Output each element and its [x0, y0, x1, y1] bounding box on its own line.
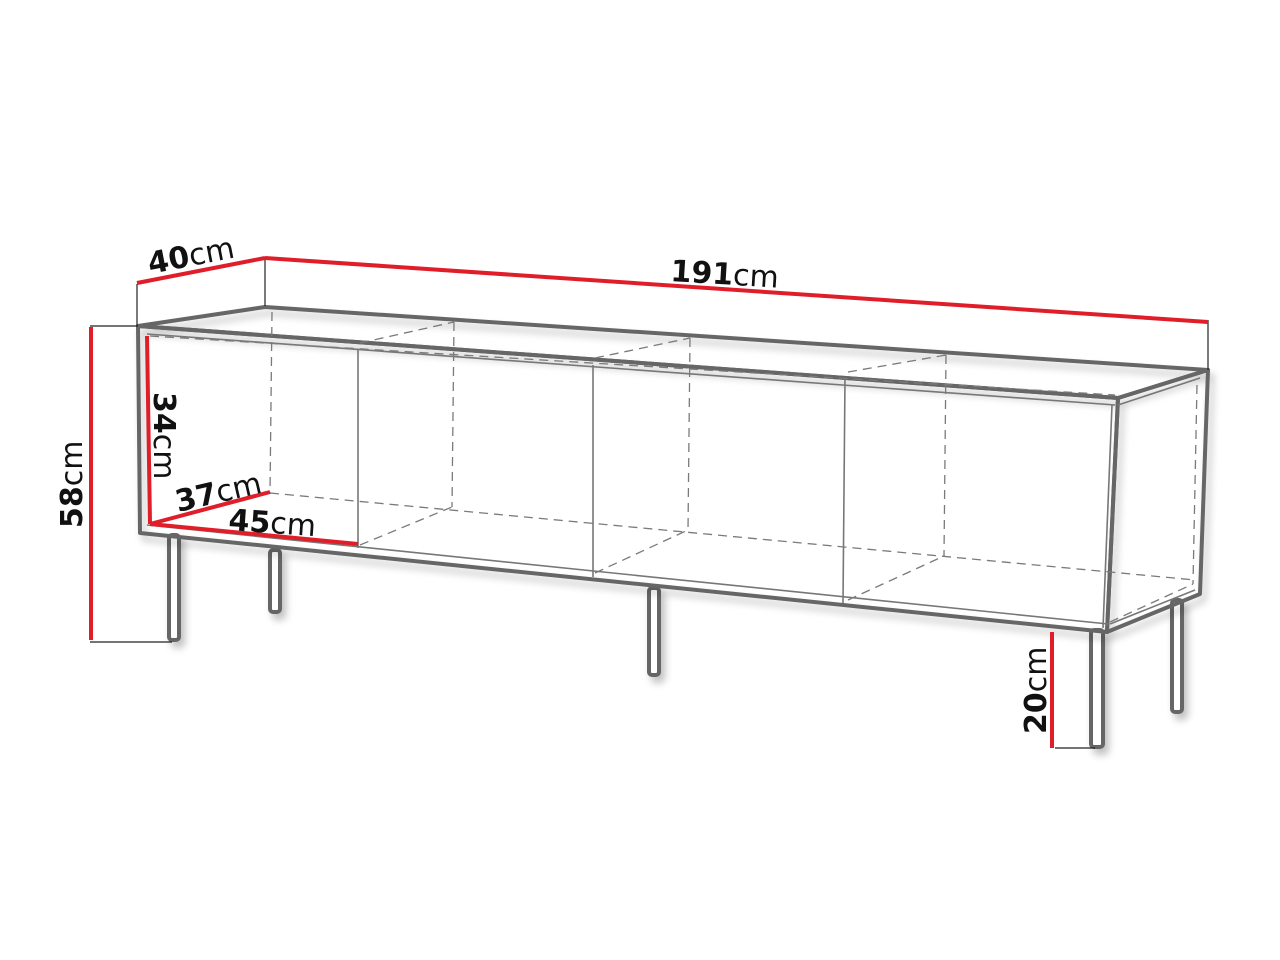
label-width: 191cm [670, 254, 780, 296]
label-compartment-height: 34cm [146, 392, 181, 479]
dimension-lines [89, 256, 1209, 748]
label-leg-height-unit: cm [1019, 647, 1054, 693]
extension-lines [90, 257, 1209, 749]
label-total-height-value: 58 [55, 486, 90, 528]
svg-text:20cm: 20cm [1019, 647, 1054, 734]
leg-back-left [268, 548, 282, 614]
label-compartment-width-unit: cm [269, 506, 317, 544]
label-width-value: 191 [670, 254, 735, 293]
label-compartment-height-value: 34 [146, 392, 181, 434]
dim-line-compartment-height [145, 335, 152, 525]
dim-line-depth [136, 256, 266, 285]
label-leg-height-value: 20 [1019, 692, 1054, 734]
cabinet-side [1105, 368, 1210, 634]
leg-middle [647, 586, 661, 677]
label-depth-unit: cm [186, 231, 238, 274]
leg-back-right [1170, 598, 1184, 714]
label-compartment-width-value: 45 [227, 503, 271, 541]
svg-text:34cm: 34cm [146, 392, 181, 479]
leg-front-left [167, 533, 181, 642]
legs [167, 533, 1184, 749]
dim-line-width [264, 256, 1209, 324]
dim-line-compartment-depth [149, 490, 271, 526]
label-total-height: 58cm [55, 441, 90, 528]
dim-line-compartment-width [149, 522, 359, 546]
leg-front-right [1089, 628, 1105, 749]
cabinet-front [136, 324, 1120, 634]
label-depth: 40cm [145, 231, 238, 282]
label-compartment-width: 45cm [227, 503, 317, 544]
cabinet-body [136, 305, 1210, 634]
label-leg-height: 20cm [1019, 647, 1054, 734]
label-width-unit: cm [732, 258, 780, 296]
svg-text:58cm: 58cm [55, 441, 90, 528]
label-compartment-height-unit: cm [146, 434, 181, 480]
divider-3 [842, 377, 846, 604]
cabinet-top [136, 305, 1210, 400]
label-depth-value: 40 [145, 240, 193, 282]
label-total-height-unit: cm [55, 441, 90, 487]
svg-text:191cm: 191cm [670, 254, 780, 296]
svg-text:45cm: 45cm [227, 503, 317, 544]
svg-text:40cm: 40cm [145, 231, 238, 282]
inner-edges [146, 333, 1201, 629]
